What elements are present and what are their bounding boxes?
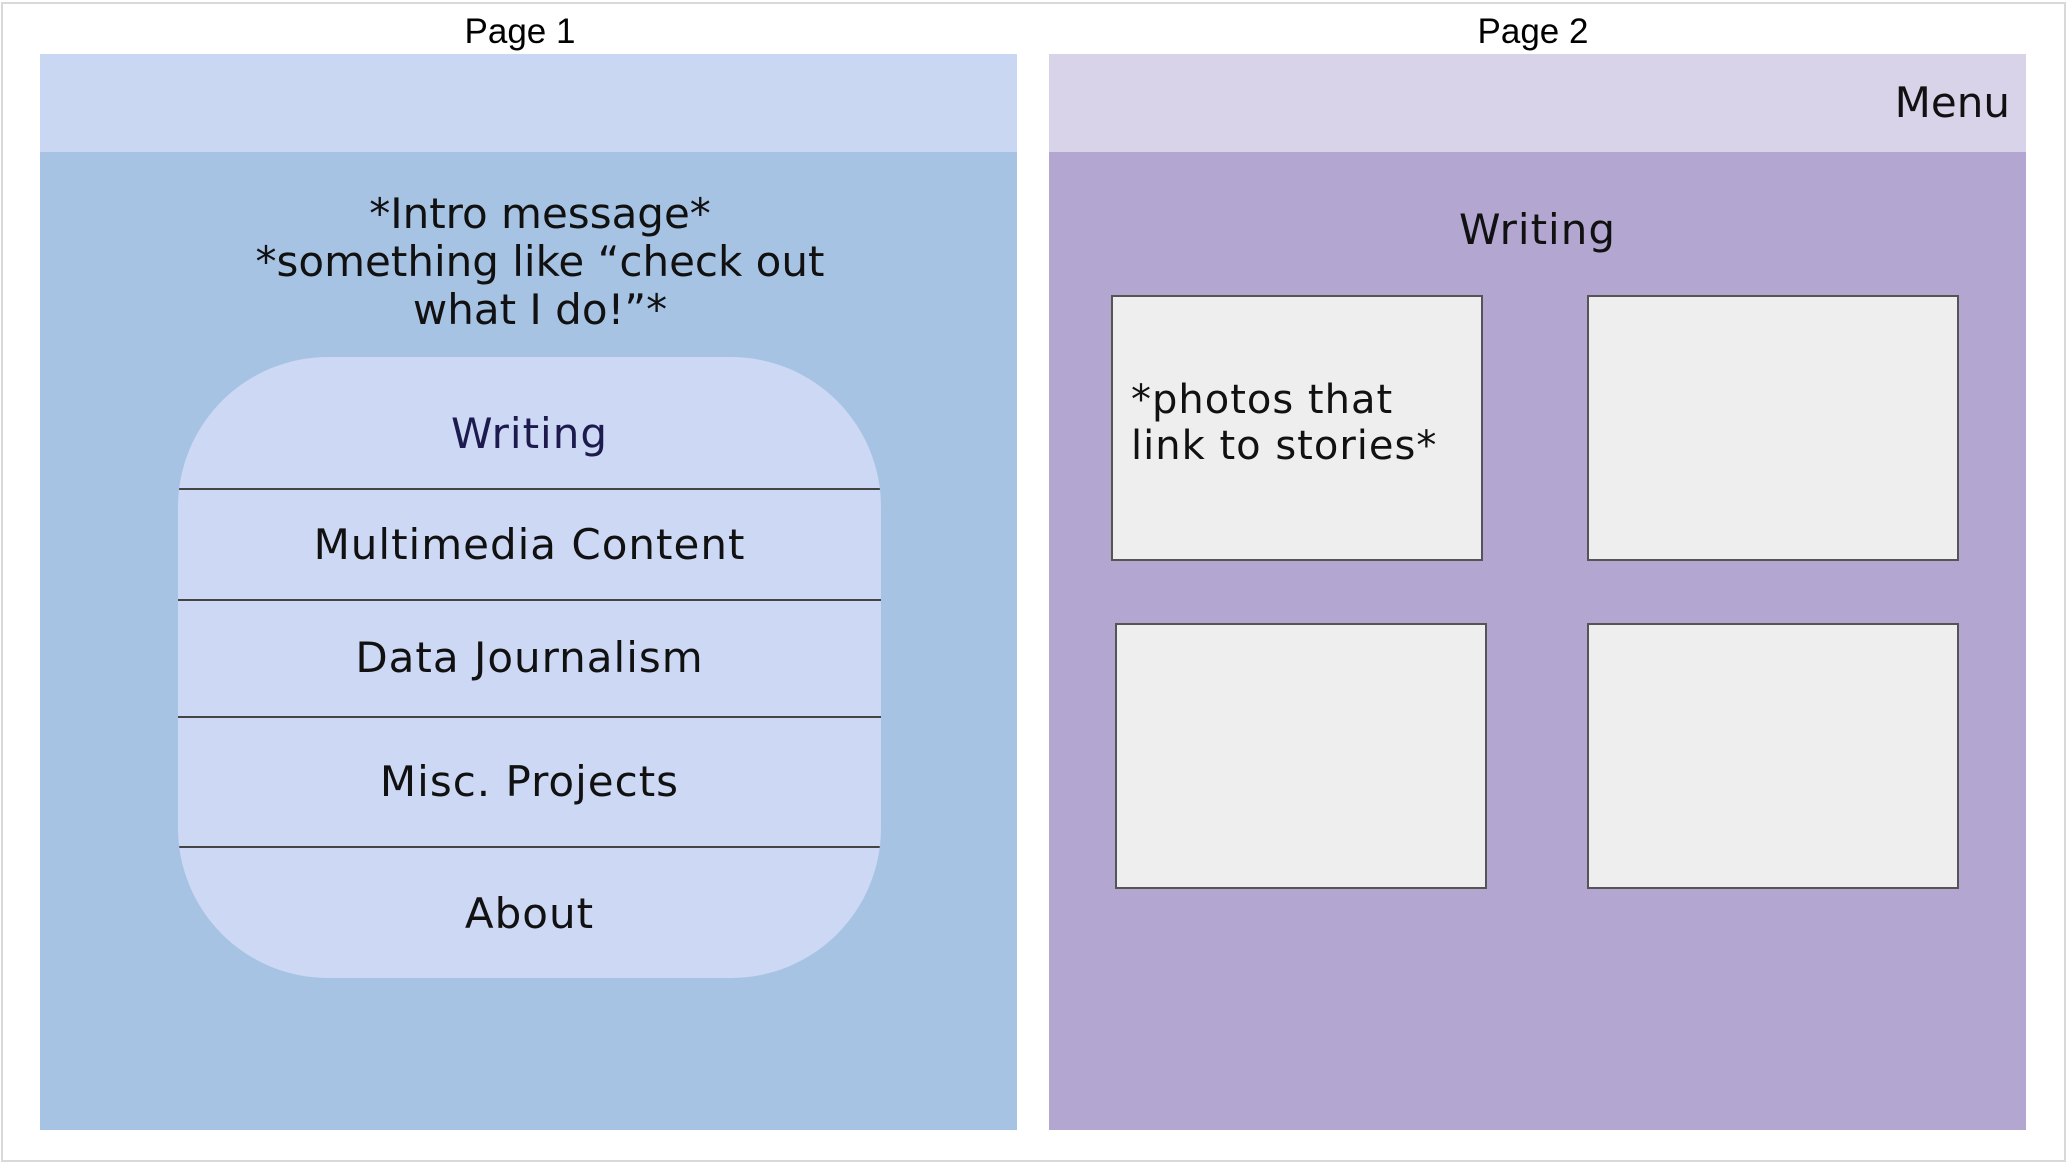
page-2-header-bar: Menu [1049, 54, 2026, 152]
menu-divider [178, 599, 881, 601]
menu-link[interactable]: Menu [1894, 78, 2010, 127]
intro-line-1: *Intro message* [369, 189, 711, 238]
menu-divider [178, 488, 881, 490]
page-1-label: Page 1 [464, 12, 576, 51]
page-2-title: Writing [1459, 205, 1616, 254]
menu-divider [178, 846, 881, 848]
menu-item-data-journalism[interactable]: Data Journalism [355, 633, 704, 682]
intro-line-3: what I do!”* [412, 285, 668, 334]
page-2-label: Page 2 [1477, 12, 1589, 51]
intro-message: *Intro message* *something like “check o… [200, 190, 880, 334]
story-photo-3[interactable] [1115, 623, 1487, 889]
menu-item-multimedia-content[interactable]: Multimedia Content [313, 520, 746, 569]
menu-item-about[interactable]: About [464, 889, 595, 938]
menu-item-writing[interactable]: Writing [451, 409, 608, 458]
story-photo-4[interactable] [1587, 623, 1959, 889]
menu-item-misc-projects[interactable]: Misc. Projects [379, 757, 680, 806]
photo-placeholder-note: *photos that link to stories* [1131, 377, 1438, 469]
story-photo-2[interactable] [1587, 295, 1959, 561]
intro-line-2: *something like “check out [255, 237, 825, 286]
navigation-menu-card: Writing Multimedia Content Data Journali… [178, 357, 881, 978]
page-1-header-bar [40, 54, 1017, 152]
menu-divider [178, 716, 881, 718]
story-photo-1[interactable]: *photos that link to stories* [1111, 295, 1483, 561]
